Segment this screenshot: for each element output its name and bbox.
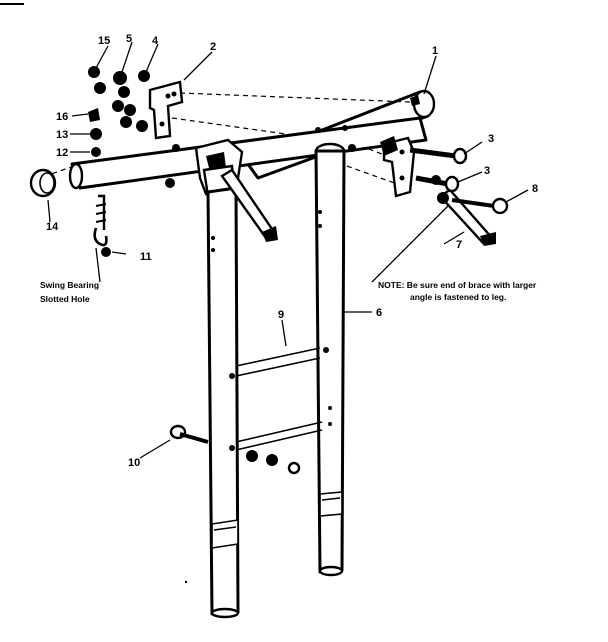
bracket-part-2 (148, 80, 184, 140)
swing-hanger-part-11 (93, 194, 111, 257)
right-leg (314, 142, 346, 577)
right-bracket (348, 136, 416, 198)
rear-brace-part-7 (437, 188, 496, 246)
slotted-hole-label: Slotted Hole (40, 294, 90, 304)
callout-1: 1 (432, 45, 438, 57)
callout-5: 5 (126, 33, 132, 45)
callout-7: 7 (456, 239, 462, 251)
callout-3-lower: 3 (484, 165, 490, 177)
callout-15: 15 (98, 35, 110, 47)
left-leg (206, 186, 240, 619)
callout-14: 14 (46, 221, 59, 233)
callout-9: 9 (278, 309, 284, 321)
dashed-guide (179, 92, 411, 103)
leg-nuts (246, 450, 301, 475)
bolt-3-upper (409, 147, 468, 165)
hardware-stack-left (88, 108, 102, 157)
callout-13: 13 (56, 129, 68, 141)
hardware-stack-upper (88, 66, 150, 98)
callout-8: 8 (532, 183, 538, 195)
callout-3-upper: 3 (488, 133, 494, 145)
note-line-2: angle is fastened to leg. (410, 292, 506, 302)
stray-mark (184, 580, 188, 584)
callout-16: 16 (56, 111, 68, 123)
note-line-1: NOTE: Be sure end of brace with larger (378, 280, 537, 290)
end-cap-part-14 (29, 168, 57, 198)
main-top-tube (68, 116, 428, 190)
ladder-rungs (235, 347, 323, 451)
callout-6: 6 (376, 307, 382, 319)
callout-4: 4 (152, 35, 159, 47)
callout-12: 12 (56, 147, 68, 159)
bolt-part-10 (169, 424, 209, 444)
hardware-stack-middle (112, 100, 148, 132)
swing-bearing-label: Swing Bearing (40, 280, 99, 290)
bolt-3-lower (415, 175, 460, 193)
front-brace (220, 168, 278, 242)
callout-10: 10 (128, 457, 140, 469)
leader-lines (47, 41, 529, 459)
dashed-guide (171, 117, 301, 137)
callout-2: 2 (210, 41, 216, 53)
callout-11: 11 (140, 251, 152, 263)
bolt-8 (451, 197, 509, 215)
